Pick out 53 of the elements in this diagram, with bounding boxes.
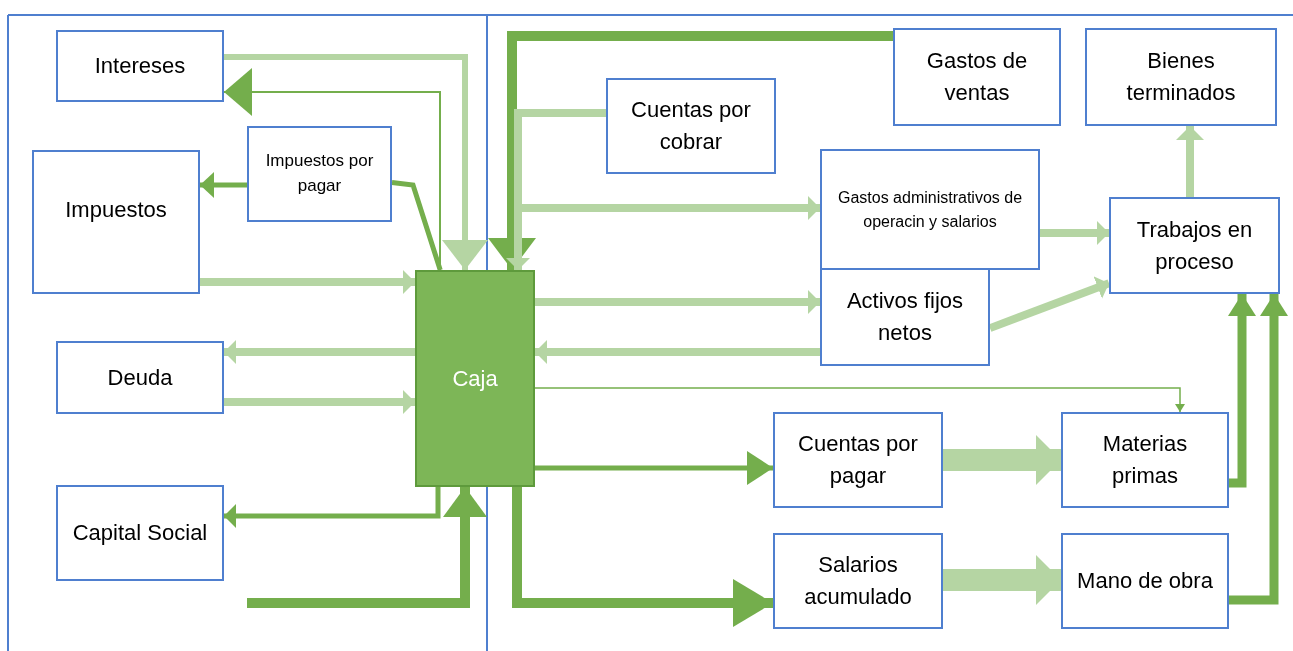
account-box — [820, 268, 990, 366]
node-label: Gastos de ventas — [925, 47, 1029, 107]
flow-arrow — [1228, 294, 1256, 488]
account-box — [893, 28, 1061, 126]
node-label: Gastos administrativos de operacin y salarios — [836, 188, 1024, 232]
flow-line — [391, 180, 443, 271]
account-box — [820, 149, 1040, 270]
node-label: Trabajos en proceso — [1135, 215, 1254, 276]
flow-arrow — [1229, 294, 1288, 605]
flow-arrow — [200, 172, 247, 198]
node-label: Cuentas por cobrar — [630, 96, 752, 156]
account-box — [32, 150, 200, 294]
flow-arrow — [988, 276, 1111, 332]
node-label: Deuda — [107, 363, 173, 392]
node-label: Mano de obra — [1077, 567, 1213, 596]
flow-arrow — [224, 390, 415, 414]
account-box — [1061, 533, 1229, 629]
node-label: Activos fijos netos — [845, 287, 965, 347]
flow-arrow — [200, 270, 415, 294]
flow-arrow — [512, 487, 773, 627]
account-box — [56, 341, 224, 414]
flow-arrow — [224, 54, 488, 270]
flow-arrow — [535, 451, 773, 485]
account-box — [1085, 28, 1277, 126]
account-box — [773, 412, 943, 508]
node-label: Salarios acumulado — [803, 551, 913, 611]
node-label: Capital Social — [72, 519, 208, 548]
flow-arrow — [1176, 126, 1204, 197]
account-box — [56, 485, 224, 581]
flow-arrow — [224, 340, 415, 364]
cash-box — [415, 270, 535, 487]
account-box — [1109, 197, 1280, 294]
flow-arrow — [535, 290, 820, 314]
account-box — [773, 533, 943, 629]
node-label: Cuentas por pagar — [797, 430, 919, 490]
account-box — [247, 126, 392, 222]
flow-arrow — [943, 555, 1061, 605]
node-label: Impuestos por pagar — [264, 150, 375, 197]
flow-arrow — [488, 31, 893, 270]
flow-arrow — [534, 387, 1185, 413]
node-label: Intereses — [94, 52, 186, 81]
node-label: Impuestos — [65, 196, 167, 224]
account-box — [606, 78, 776, 174]
account-box — [56, 30, 224, 102]
flow-arrow — [247, 487, 487, 608]
flow-arrow — [535, 340, 820, 364]
node-label: Materias primas — [1101, 430, 1189, 490]
flow-arrow — [1040, 221, 1109, 245]
flow-arrow — [943, 435, 1061, 485]
flow-arrow — [224, 487, 441, 528]
node-label: Caja — [452, 364, 498, 393]
account-box — [1061, 412, 1229, 508]
node-label: Bienes terminados — [1125, 47, 1237, 107]
